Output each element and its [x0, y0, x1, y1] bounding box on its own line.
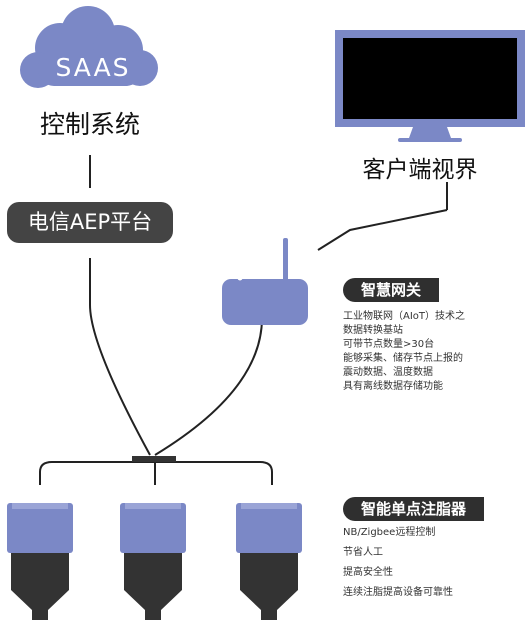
gateway-router-icon	[222, 238, 308, 325]
gateway-line-4: 能够采集、储存节点上报的	[343, 353, 463, 364]
monitor-icon	[335, 30, 525, 142]
control-system-label: 控制系统	[39, 110, 140, 139]
saas-label: SAAS	[55, 53, 131, 82]
injector-features: NB/Zigbee远程控制 节省人工 提高安全性 连续注脂提高设备可靠性	[343, 527, 453, 607]
client-gateway-line	[317, 209, 448, 251]
injector-2-icon	[120, 503, 186, 620]
gateway-junction-line	[154, 317, 263, 456]
gateway-line-6: 具有离线数据存储功能	[343, 381, 443, 392]
injector-title: 智能单点注脂器	[343, 497, 485, 521]
gateway-line-5: 震动数据、温度数据	[343, 367, 433, 378]
injector-1-icon	[7, 503, 73, 620]
injector-3-icon	[236, 503, 302, 620]
gateway-description: 工业物联网（AIoT）技术之 数据转换基站 可带节点数量>30台 能够采集、储存…	[343, 310, 465, 394]
injector-feature-1: NB/Zigbee远程控制	[343, 527, 436, 538]
cloud-icon	[20, 6, 158, 88]
gateway-line-3: 可带节点数量>30台	[343, 339, 435, 350]
junction-connector	[132, 456, 176, 462]
gateway-line-1: 工业物联网（AIoT）技术之	[343, 311, 466, 322]
platform-junction-line	[89, 258, 151, 456]
gateway-title: 智慧网关	[343, 278, 440, 302]
injector-feature-2: 节省人工	[343, 547, 383, 558]
client-view-label: 客户端视界	[362, 157, 478, 183]
gateway-line-2: 数据转换基站	[343, 325, 403, 336]
injector-feature-3: 提高安全性	[343, 567, 393, 578]
injector-feature-4: 连续注脂提高设备可靠性	[343, 587, 453, 598]
telecom-aep-platform: 电信AEP平台	[7, 202, 173, 243]
